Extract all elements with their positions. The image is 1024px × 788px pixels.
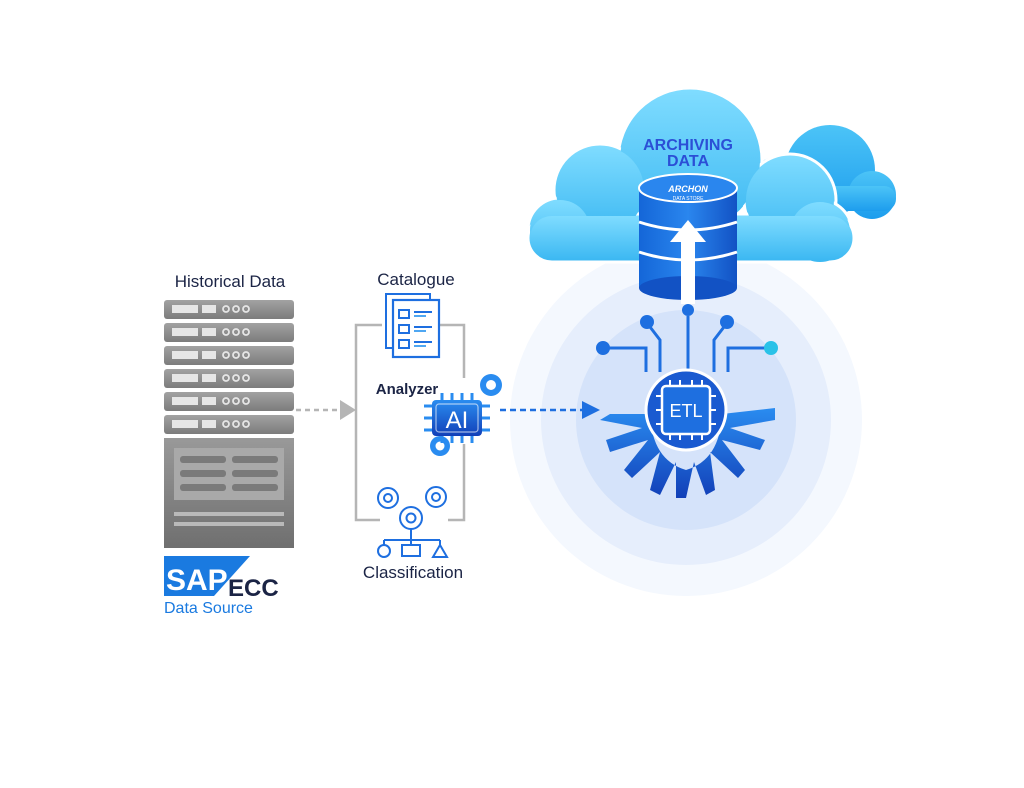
etl-circuit-lines — [604, 316, 771, 372]
archon-logo: ARCHON — [667, 184, 708, 194]
server-to-analyzer-connector — [296, 400, 356, 420]
etl-gear-icon — [600, 408, 775, 498]
etl-label: ETL — [669, 401, 702, 421]
sap-logo-icon — [164, 556, 250, 596]
etl-chip-icon — [644, 368, 728, 452]
historical-data-label: Historical Data — [175, 272, 286, 291]
ai-to-etl-connector — [500, 401, 600, 419]
archon-logo-subtitle: DATA STORE — [673, 196, 705, 202]
catalogue-document-icon — [385, 293, 441, 359]
catalogue-label: Catalogue — [377, 270, 455, 289]
analyzer-bracket — [354, 323, 466, 522]
sap-logo-text: SAP — [166, 564, 228, 597]
archiving-title-line2: DATA — [667, 153, 710, 170]
ai-chip-icon — [424, 374, 502, 456]
archiving-title-line1: ARCHIVING — [643, 137, 733, 154]
classification-label: Classification — [363, 563, 463, 582]
upload-arrow-icon — [670, 220, 706, 316]
analyzer-label: Analyzer — [376, 381, 439, 398]
ai-chip-label: AI — [446, 407, 469, 434]
classification-flowchart-icon — [377, 486, 449, 558]
server-rack-icon — [164, 300, 294, 548]
sap-product-label: ECC — [228, 575, 279, 602]
data-source-label: Data Source — [164, 600, 253, 617]
etl-circuit-nodes — [596, 315, 778, 355]
